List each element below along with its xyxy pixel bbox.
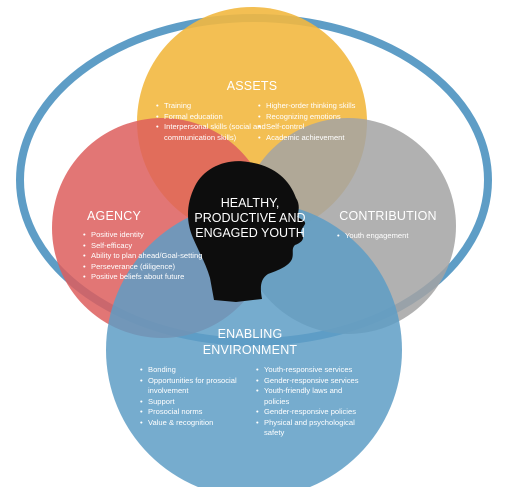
center-title-line: PRODUCTIVE AND — [194, 211, 306, 225]
list-item: Academic achievement — [258, 133, 358, 144]
environment-title-line: ENVIRONMENT — [202, 343, 298, 357]
list-item: Interpersonal skills (social and communi… — [156, 122, 274, 143]
list-item: Prosocial norms — [140, 407, 258, 418]
list-item: Higher-order thinking skills — [258, 101, 358, 112]
assets-left-list: Training Formal education Interpersonal … — [156, 101, 274, 143]
center-title: HEALTHY, PRODUCTIVE AND ENGAGED YOUTH — [190, 196, 310, 241]
environment-right-list: Youth-responsive services Gender-respons… — [256, 365, 366, 439]
list-item: Value & recognition — [140, 418, 258, 429]
list-item: Ability to plan ahead/Goal-setting — [83, 251, 233, 262]
list-item: Opportunities for prosocial involvement — [140, 376, 258, 397]
list-item: Self-efficacy — [83, 241, 233, 252]
assets-title: ASSETS — [226, 79, 278, 93]
center-title-line: ENGAGED YOUTH — [195, 226, 305, 240]
assets-right-list: Higher-order thinking skills Recognizing… — [258, 101, 358, 143]
list-item: Gender-responsive policies — [256, 407, 366, 418]
list-item: Perseverance (diligence) — [83, 262, 233, 273]
list-item: Youth-responsive services — [256, 365, 366, 376]
agency-list: Positive identity Self-efficacy Ability … — [83, 230, 233, 283]
list-item: Support — [140, 397, 258, 408]
list-item: Positive identity — [83, 230, 233, 241]
list-item: Physical and psychological safety — [256, 418, 366, 439]
list-item: Recognizing emotions — [258, 112, 358, 123]
contribution-list: Youth engagement — [337, 231, 437, 242]
agency-title: AGENCY — [87, 209, 141, 223]
list-item: Positive beliefs about future — [83, 272, 233, 283]
environment-title-line: ENABLING — [217, 327, 283, 341]
environment-title: ENABLING ENVIRONMENT — [180, 326, 320, 358]
list-item: Self-control — [258, 122, 358, 133]
list-item: Training — [156, 101, 274, 112]
list-item: Gender-responsive services — [256, 376, 366, 387]
list-item: Bonding — [140, 365, 258, 376]
list-item: Youth-friendly laws and policies — [256, 386, 366, 407]
list-item: Youth engagement — [337, 231, 437, 242]
contribution-title: CONTRIBUTION — [339, 209, 437, 223]
list-item: Formal education — [156, 112, 274, 123]
center-title-line: HEALTHY, — [220, 196, 280, 210]
environment-left-list: Bonding Opportunities for prosocial invo… — [140, 365, 258, 428]
